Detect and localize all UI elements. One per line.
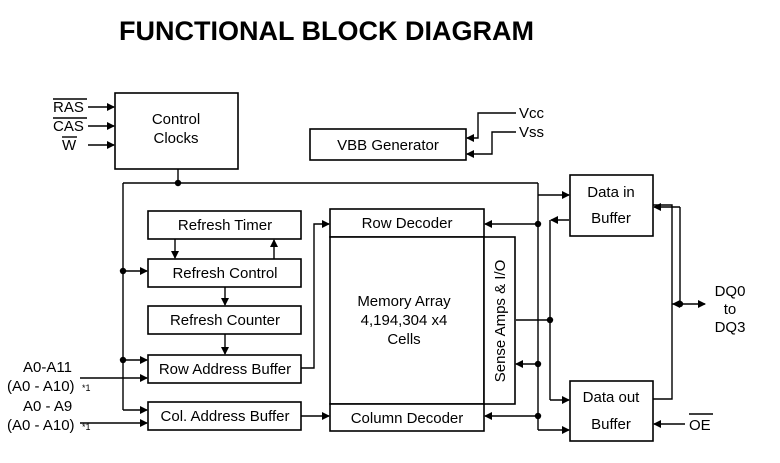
memory-array-label-1: Memory Array bbox=[357, 293, 451, 310]
note-mark-2: *1 bbox=[82, 422, 91, 432]
w-signal-label: W bbox=[62, 137, 77, 154]
memory-array-label-2: 4,194,304 x4 bbox=[361, 312, 448, 329]
data-out-buffer-block: Data out Buffer bbox=[569, 380, 654, 442]
vcc-label: Vcc bbox=[519, 105, 545, 122]
row-decoder-label: Row Decoder bbox=[362, 215, 453, 232]
refresh-counter-label: Refresh Counter bbox=[170, 312, 280, 329]
data-in-buffer-block: Data in Buffer bbox=[569, 174, 654, 237]
data-in-label-1: Data in bbox=[587, 184, 635, 201]
data-out-label-2: Buffer bbox=[591, 416, 631, 433]
row-address-buffer-block: Row Address Buffer bbox=[147, 354, 302, 384]
control-clocks-block: Control Clocks bbox=[114, 92, 239, 170]
dq-to-label: to bbox=[724, 301, 737, 318]
memory-array-block: Memory Array 4,194,304 x4 Cells bbox=[329, 236, 485, 405]
refresh-control-block: Refresh Control bbox=[147, 258, 302, 288]
refresh-counter-block: Refresh Counter bbox=[147, 305, 302, 335]
data-out-label-1: Data out bbox=[583, 389, 641, 406]
row-decoder-block: Row Decoder bbox=[329, 208, 485, 238]
control-clocks-label-2: Clocks bbox=[153, 130, 198, 147]
vbb-generator-label: VBB Generator bbox=[337, 137, 439, 154]
col-address-buffer-block: Col. Address Buffer bbox=[147, 401, 302, 431]
sense-amps-block: Sense Amps & I/O bbox=[483, 236, 516, 405]
vbb-generator-block: VBB Generator bbox=[309, 128, 467, 161]
data-in-label-2: Buffer bbox=[591, 210, 631, 227]
cas-signal-label: CAS bbox=[53, 118, 84, 135]
dq3-label: DQ3 bbox=[715, 319, 746, 336]
memory-array-label-3: Cells bbox=[387, 331, 420, 348]
column-decoder-block: Column Decoder bbox=[329, 403, 485, 432]
oe-label: OE bbox=[689, 417, 711, 434]
address-inputs: A0-A11 (A0 - A10) *1 A0 - A9 (A0 - A10) … bbox=[7, 359, 148, 434]
sense-amps-label: Sense Amps & I/O bbox=[492, 260, 509, 383]
col-address-buffer-label: Col. Address Buffer bbox=[161, 408, 290, 425]
address-a0-a9-label: A0 - A9 bbox=[23, 398, 72, 415]
diagram-title: FUNCTIONAL BLOCK DIAGRAM bbox=[119, 16, 534, 46]
refresh-control-label: Refresh Control bbox=[172, 265, 277, 282]
dq0-label: DQ0 bbox=[715, 283, 746, 300]
control-clocks-label-1: Control bbox=[152, 111, 200, 128]
address-alt-2-label: (A0 - A10) bbox=[7, 417, 75, 434]
ras-signal-label: RAS bbox=[53, 99, 84, 116]
refresh-timer-block: Refresh Timer bbox=[147, 210, 302, 240]
refresh-timer-label: Refresh Timer bbox=[178, 217, 272, 234]
power-inputs: Vcc Vss bbox=[466, 105, 545, 158]
wiring bbox=[119, 169, 681, 434]
control-signal-inputs: RAS CAS W bbox=[53, 98, 115, 154]
vss-label: Vss bbox=[519, 124, 544, 141]
column-decoder-label: Column Decoder bbox=[351, 410, 464, 427]
row-address-buffer-label: Row Address Buffer bbox=[159, 361, 291, 378]
address-alt-1-label: (A0 - A10) bbox=[7, 378, 75, 395]
address-a0-a11-label: A0-A11 bbox=[23, 359, 72, 376]
note-mark-1: *1 bbox=[82, 383, 91, 393]
data-io-signals: DQ0 to DQ3 OE bbox=[653, 283, 746, 434]
